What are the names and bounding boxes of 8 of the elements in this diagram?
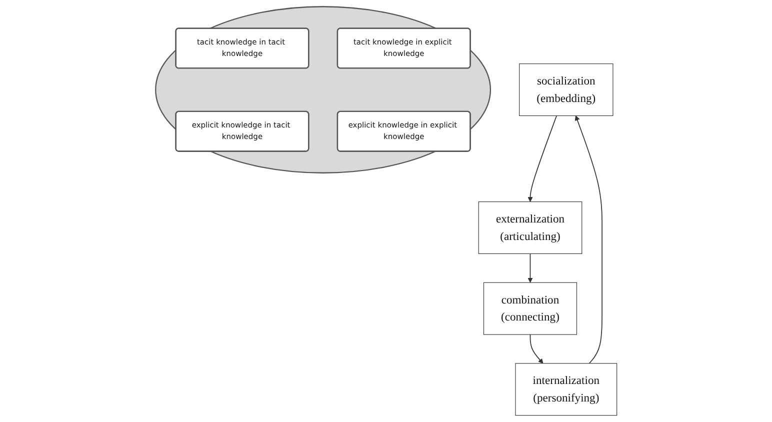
arrow	[574, 116, 602, 364]
node-box: externalization (articulating)	[478, 201, 582, 254]
arrow	[527, 115, 557, 202]
arrow	[527, 253, 533, 283]
node-box: combination (connecting)	[483, 282, 577, 335]
node-box: internalization (personifying)	[514, 363, 617, 416]
arrow	[530, 334, 544, 364]
node-box: socialization (embedding)	[518, 63, 614, 116]
